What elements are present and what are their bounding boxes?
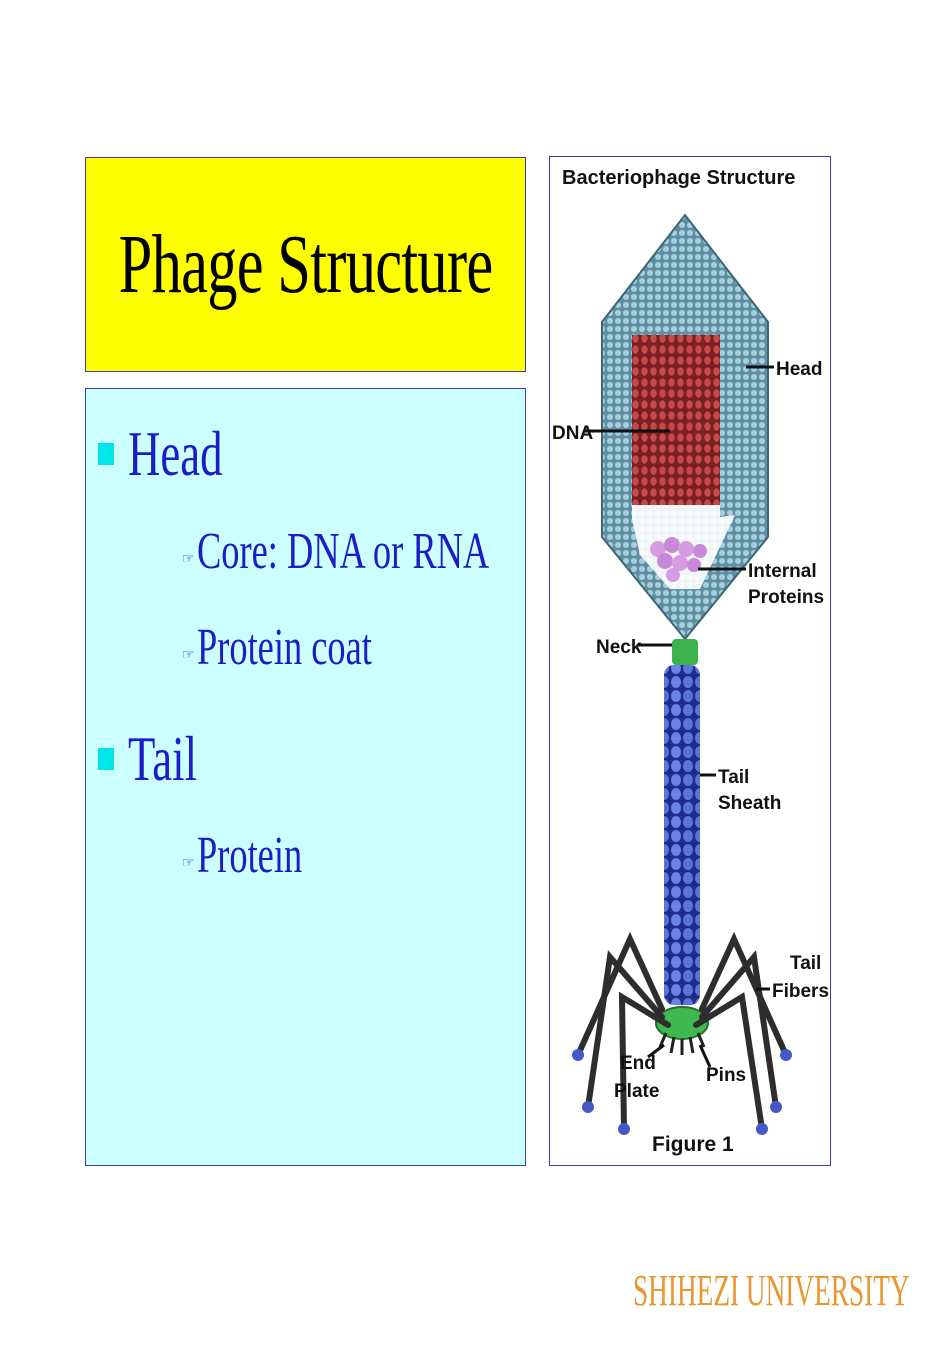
label-internal-1: Internal — [748, 561, 817, 582]
sub-bullet-label: Protein coat — [196, 619, 372, 676]
square-bullet-icon — [98, 748, 114, 770]
label-end-1: End — [620, 1053, 656, 1074]
label-fibers-2: Fibers — [772, 981, 829, 1002]
bacteriophage-figure: Bacteriophage Structure — [549, 156, 831, 1166]
tail-pins — [658, 1032, 706, 1055]
slide-title: Phage Structure — [118, 218, 494, 311]
internal-proteins — [650, 537, 707, 582]
label-tail-1: Tail — [718, 767, 749, 788]
bullet-head: Head — [98, 417, 263, 491]
label-fibers-1: Tail — [790, 953, 821, 974]
square-bullet-icon — [98, 443, 114, 465]
label-pins: Pins — [706, 1065, 746, 1086]
figure-heading: Bacteriophage Structure — [562, 167, 795, 189]
sub-bullet-label: Core: DNA or RNA — [196, 523, 489, 580]
fiber-tips — [572, 1049, 792, 1135]
tail-fibers — [575, 931, 789, 1132]
bacteriophage-diagram: Bacteriophage Structure — [552, 167, 829, 1156]
sub-bullet-core: ☞ Core: DNA or RNA — [182, 522, 614, 581]
tail-sheath — [664, 665, 700, 1005]
label-tail-2: Sheath — [718, 793, 781, 814]
bullet-label: Head — [128, 418, 223, 489]
pointing-hand-icon: ☞ — [182, 856, 195, 871]
label-end-2: Plate — [614, 1081, 659, 1102]
sub-bullet-protein-coat: ☞ Protein coat — [182, 618, 446, 677]
figure-caption: Figure 1 — [652, 1133, 734, 1156]
leader-lines — [584, 365, 774, 1068]
label-dna: DNA — [552, 423, 593, 444]
label-head: Head — [776, 359, 822, 380]
footer-university: SHIHEZI UNIVERSITY — [633, 1266, 910, 1315]
sub-bullet-label: Protein — [196, 827, 302, 884]
pointing-hand-icon: ☞ — [182, 648, 195, 663]
content-box: Head ☞ Core: DNA or RNA ☞ Protein coat T… — [85, 388, 526, 1166]
sub-bullet-protein: ☞ Protein — [182, 826, 347, 885]
label-internal-2: Proteins — [748, 587, 824, 608]
label-neck: Neck — [596, 637, 642, 658]
bullet-label: Tail — [128, 723, 198, 794]
bullet-tail: Tail — [98, 722, 227, 796]
pointing-hand-icon: ☞ — [182, 552, 195, 567]
neck — [672, 639, 698, 665]
title-box: Phage Structure — [85, 157, 526, 372]
dna-core — [632, 335, 720, 505]
